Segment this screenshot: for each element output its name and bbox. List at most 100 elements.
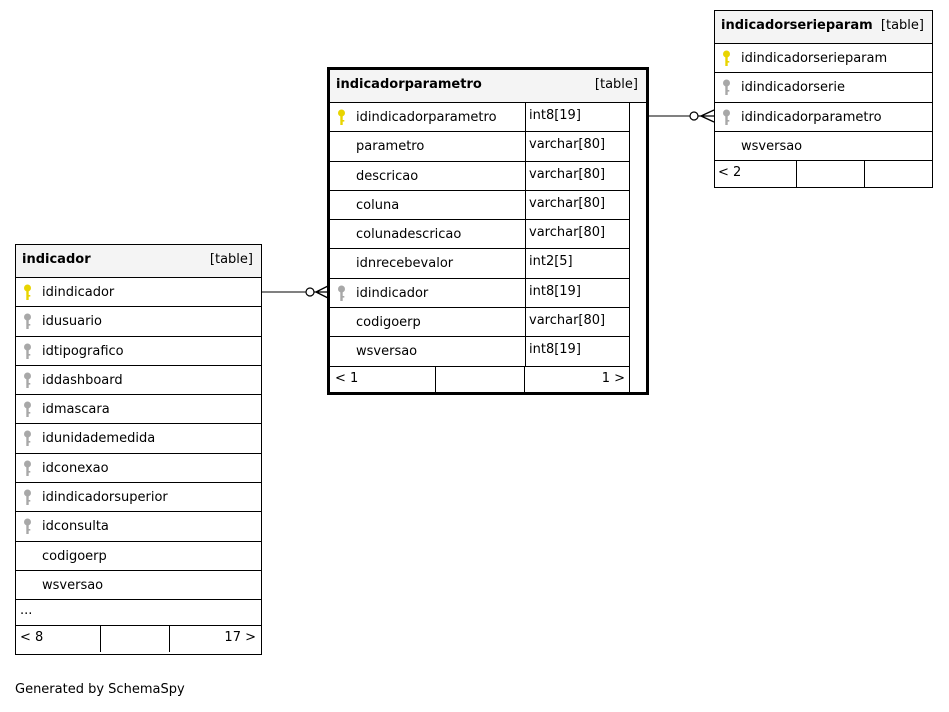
parents-count[interactable]: < 1 <box>335 370 359 386</box>
column-row-idindicadorparametro[interactable]: idindicadorparametro <box>715 103 932 132</box>
column-name: idindicadorserieparam <box>741 51 888 66</box>
column-name-cell: idconsulta <box>16 512 261 540</box>
parents-count-cell: < 8 <box>16 626 101 653</box>
column-type: varchar[80] <box>529 225 606 241</box>
table-name[interactable]: indicadorserieparam <box>721 18 873 33</box>
column-type: varchar[80] <box>529 137 606 153</box>
column-name-cell: iddashboard <box>16 366 261 394</box>
column-name-cell: idnrecebevalor <box>330 249 525 277</box>
column-name: idindicadorserie <box>741 80 845 96</box>
table-indicadorserieparam[interactable]: indicadorserieparam [table] idindicadors… <box>714 10 933 188</box>
column-row-coluna[interactable]: coluna varchar[80] <box>330 190 629 221</box>
more-columns[interactable]: ... <box>16 600 261 627</box>
table-footer: < 1 1 > <box>330 366 630 393</box>
more-columns-label: ... <box>20 603 33 619</box>
column-list: idindicadorserieparam idindicadorserie idi… <box>715 44 932 162</box>
table-type: [table] <box>594 77 638 92</box>
column-name-cell: idconexao <box>16 454 261 482</box>
column-name: idnrecebevalor <box>356 256 454 272</box>
children-count[interactable]: 17 > <box>224 630 256 646</box>
column-row-idusuario[interactable]: idusuario <box>16 307 261 337</box>
column-row-wsversao[interactable]: wsversao <box>16 571 261 601</box>
footer-spacer <box>436 366 526 393</box>
column-name: colunadescricao <box>356 227 462 243</box>
column-name: coluna <box>356 197 400 213</box>
column-name-cell: idindicador <box>330 279 525 307</box>
edge-indicador-indicadorparametro <box>262 285 329 299</box>
column-name: codigoerp <box>356 315 421 331</box>
column-name-cell: codigoerp <box>330 308 525 336</box>
table-type: [table] <box>209 252 253 267</box>
column-name: idindicadorparametro <box>356 110 497 125</box>
column-type-cell: varchar[80] <box>525 308 629 337</box>
column-type-cell: varchar[80] <box>525 220 629 249</box>
table-header: indicadorparametro [table] <box>330 70 646 103</box>
column-type: int8[19] <box>529 283 581 299</box>
column-name-cell: idmascara <box>16 395 261 423</box>
column-name-cell: parametro <box>330 132 525 160</box>
column-type-cell: int8[19] <box>525 103 629 132</box>
column-row-idindicador[interactable]: idindicador <box>16 278 261 308</box>
parents-count[interactable]: < 2 <box>718 165 742 181</box>
column-row-codigoerp[interactable]: codigoerp <box>16 542 261 571</box>
column-row-idconsulta[interactable]: idconsulta <box>16 512 261 542</box>
footer-spacer <box>101 626 170 653</box>
column-type-cell: varchar[80] <box>525 161 629 190</box>
column-type-cell: int8[19] <box>525 337 629 366</box>
column-name: idindicadorparametro <box>741 109 882 125</box>
column-name-cell: idindicador <box>16 278 261 306</box>
column-type: int8[19] <box>529 108 581 123</box>
column-name-cell: idusuario <box>16 307 261 335</box>
column-name: idconexao <box>42 460 109 476</box>
column-row-iddashboard[interactable]: iddashboard <box>16 366 261 396</box>
column-name: idconsulta <box>42 519 109 535</box>
table-header: indicadorserieparam [table] <box>715 11 932 44</box>
column-name-cell: wsversao <box>16 571 261 599</box>
column-name-cell: idtipografico <box>16 337 261 365</box>
edge-indicadorparametro-indicadorserieparam <box>628 109 715 123</box>
column-row-wsversao[interactable]: wsversao <box>715 132 932 162</box>
table-footer: < 2 <box>715 161 932 188</box>
table-indicadorparametro[interactable]: indicadorparametro [table] idindicadorpa… <box>327 67 649 395</box>
column-type: varchar[80] <box>529 195 606 211</box>
column-row-idindicadorserie[interactable]: idindicadorserie <box>715 73 932 103</box>
column-type-cell: varchar[80] <box>525 190 629 220</box>
table-header: indicador [table] <box>16 245 261 278</box>
children-count[interactable]: 1 > <box>601 370 625 386</box>
column-type: int2[5] <box>529 254 573 270</box>
column-row-idunidademedida[interactable]: idunidademedida <box>16 424 261 454</box>
table-name[interactable]: indicador <box>22 252 91 267</box>
column-name: wsversao <box>741 138 803 154</box>
table-type: [table] <box>880 18 924 33</box>
column-name-cell: idunidademedida <box>16 424 261 452</box>
column-row-idmascara[interactable]: idmascara <box>16 395 261 425</box>
column-row-idtipografico[interactable]: idtipografico <box>16 337 261 366</box>
column-row-colunadescricao[interactable]: colunadescricao varchar[80] <box>330 220 629 250</box>
column-name: idindicador <box>42 285 115 300</box>
column-name-cell: idindicadorsuperior <box>16 483 261 511</box>
column-name: iddashboard <box>42 372 123 388</box>
parents-count[interactable]: < 8 <box>20 630 44 646</box>
column-row-idindicadorserieparam[interactable]: idindicadorserieparam <box>715 44 932 74</box>
column-name-cell: coluna <box>330 191 525 219</box>
column-row-idconexao[interactable]: idconexao <box>16 454 261 484</box>
column-type: varchar[80] <box>529 313 606 329</box>
column-type-cell: varchar[80] <box>525 132 629 161</box>
children-count-cell: 17 > <box>170 626 261 652</box>
column-name-cell: colunadescricao <box>330 220 525 248</box>
column-row-idindicadorsuperior[interactable]: idindicadorsuperior <box>16 483 261 513</box>
column-type: int8[19] <box>529 342 581 358</box>
column-type-cell: int2[5] <box>525 249 629 278</box>
column-row-idnrecebevalor[interactable]: idnrecebevalor int2[5] <box>330 249 629 279</box>
column-row-idindicadorparametro[interactable]: idindicadorparametro int8[19] <box>330 103 629 133</box>
column-name-cell: wsversao <box>715 132 932 160</box>
column-row-codigoerp[interactable]: codigoerp varchar[80] <box>330 308 629 338</box>
column-name-cell: idindicadorparametro <box>330 103 525 131</box>
table-name[interactable]: indicadorparametro <box>336 77 482 92</box>
